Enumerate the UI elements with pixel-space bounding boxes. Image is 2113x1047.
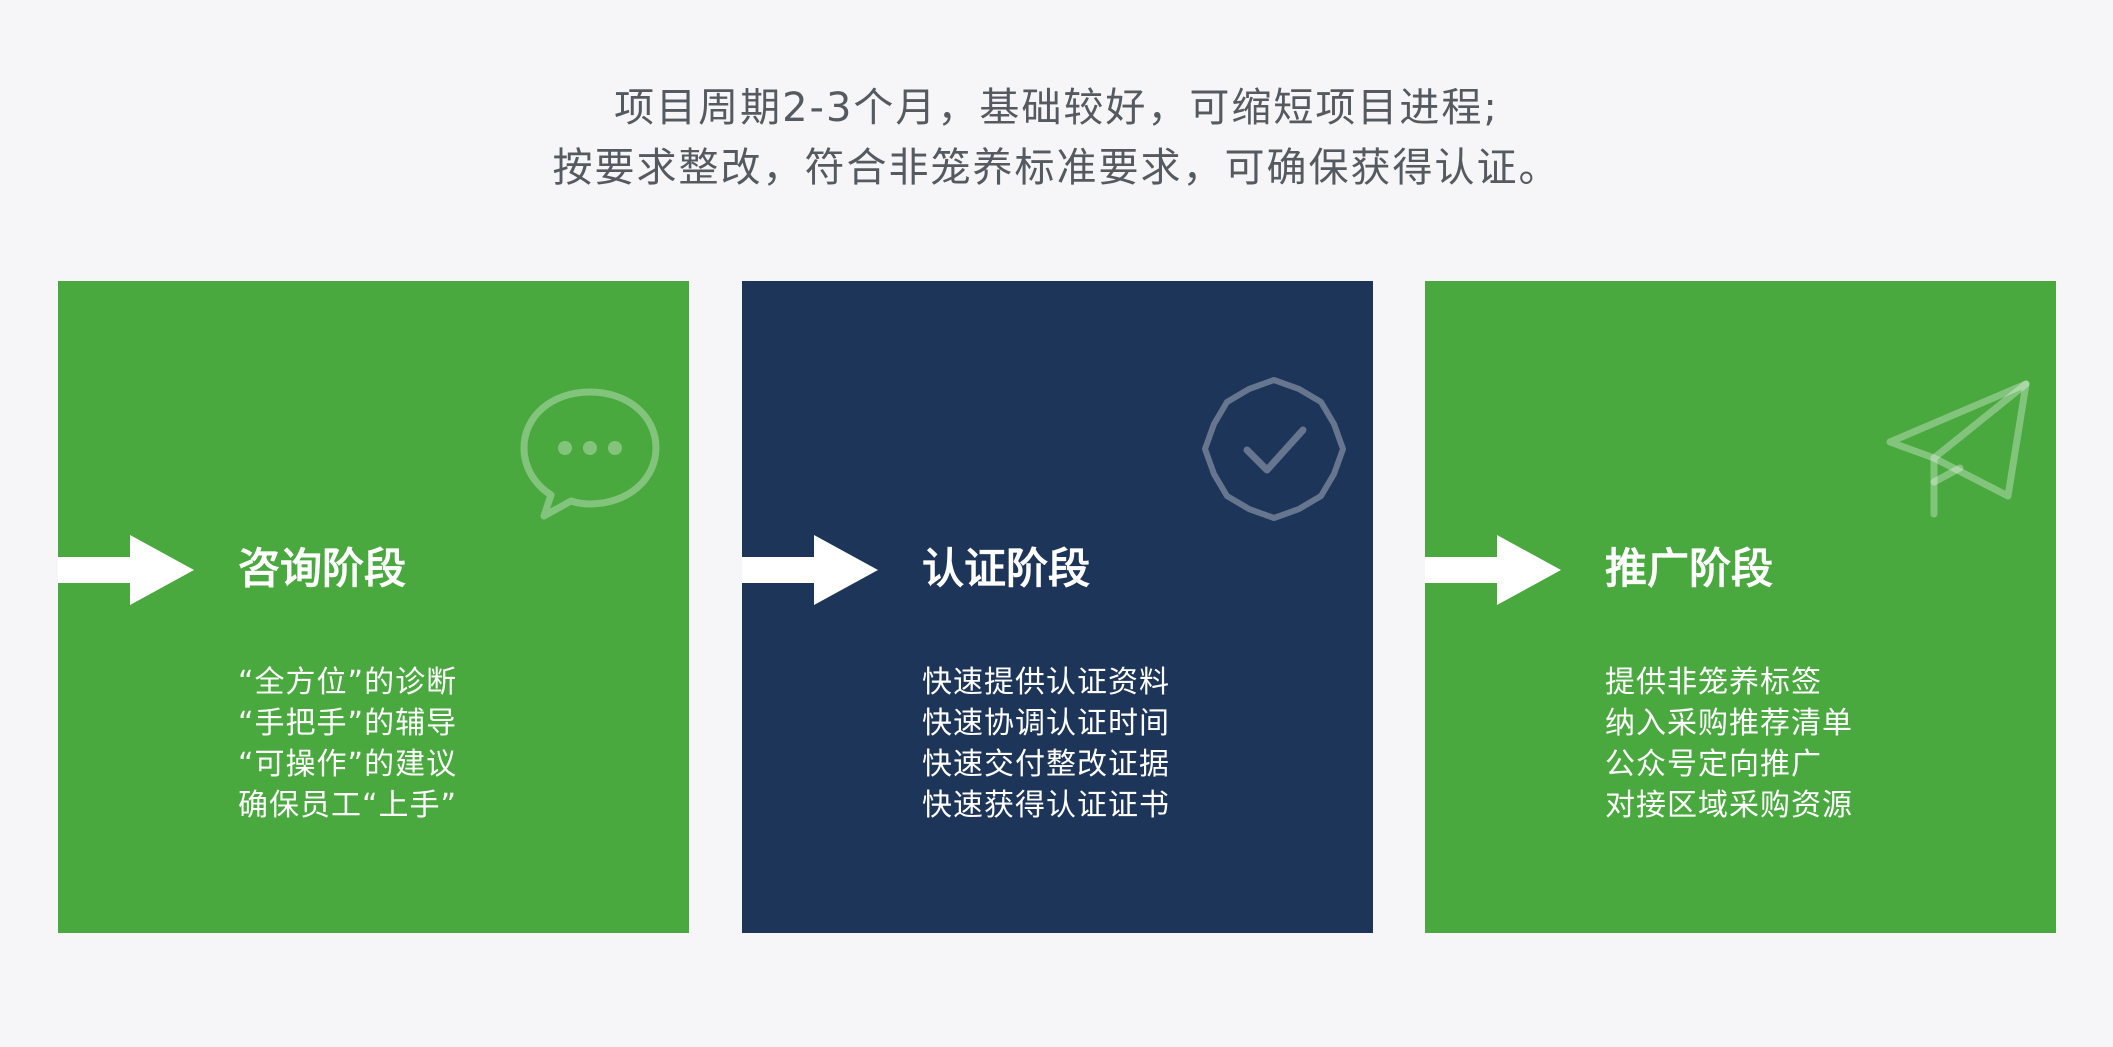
- verified-badge-icon: [1202, 377, 1346, 521]
- stage-points: 提供非笼养标签 纳入采购推荐清单 公众号定向推广 对接区域采购资源: [1605, 662, 1853, 826]
- stage-points: 快速提供认证资料 快速协调认证时间 快速交付整改证据 快速获得认证证书: [922, 662, 1170, 826]
- stage-points: “全方位”的诊断 “手把手”的辅导 “可操作”的建议 确保员工“上手”: [238, 662, 457, 826]
- intro-line-2: 按要求整改，符合非笼养标准要求，可确保获得认证。: [552, 145, 1561, 191]
- list-item: 确保员工“上手”: [238, 788, 458, 823]
- list-item: “可操作”的建议: [238, 747, 458, 782]
- stage-card-consulting: 咨询阶段 “全方位”的诊断 “手把手”的辅导 “可操作”的建议 确保员工“上手”: [58, 281, 689, 933]
- stage-title: 推广阶段: [1605, 544, 1774, 593]
- stage-card-promotion: 推广阶段 提供非笼养标签 纳入采购推荐清单 公众号定向推广 对接区域采购资源: [1425, 281, 2056, 933]
- list-item: 快速交付整改证据: [922, 747, 1170, 782]
- list-item: 提供非笼养标签: [1605, 665, 1822, 700]
- list-item: “全方位”的诊断: [238, 665, 458, 700]
- list-item: 快速获得认证证书: [922, 788, 1170, 823]
- list-item: 对接区域采购资源: [1605, 788, 1853, 823]
- arrow-right-icon: [58, 535, 194, 605]
- arrow-right-icon: [1425, 535, 1561, 605]
- stage-card-certification: 认证阶段 快速提供认证资料 快速协调认证时间 快速交付整改证据 快速获得认证证书: [742, 281, 1373, 933]
- arrow-right-icon: [742, 535, 878, 605]
- stage-title: 认证阶段: [922, 544, 1091, 593]
- list-item: 快速提供认证资料: [922, 665, 1170, 700]
- chat-bubble-icon: [520, 388, 660, 520]
- stage-title: 咨询阶段: [238, 544, 407, 593]
- list-item: “手把手”的辅导: [238, 706, 458, 741]
- list-item: 纳入采购推荐清单: [1605, 706, 1853, 741]
- paper-plane-icon: [1886, 380, 2030, 518]
- intro-text: 项目周期2-3个月，基础较好，可缩短项目进程; 按要求整改，符合非笼养标准要求，…: [0, 78, 2113, 198]
- intro-line-1: 项目周期2-3个月，基础较好，可缩短项目进程;: [614, 85, 1499, 131]
- list-item: 快速协调认证时间: [922, 706, 1170, 741]
- list-item: 公众号定向推广: [1605, 747, 1822, 782]
